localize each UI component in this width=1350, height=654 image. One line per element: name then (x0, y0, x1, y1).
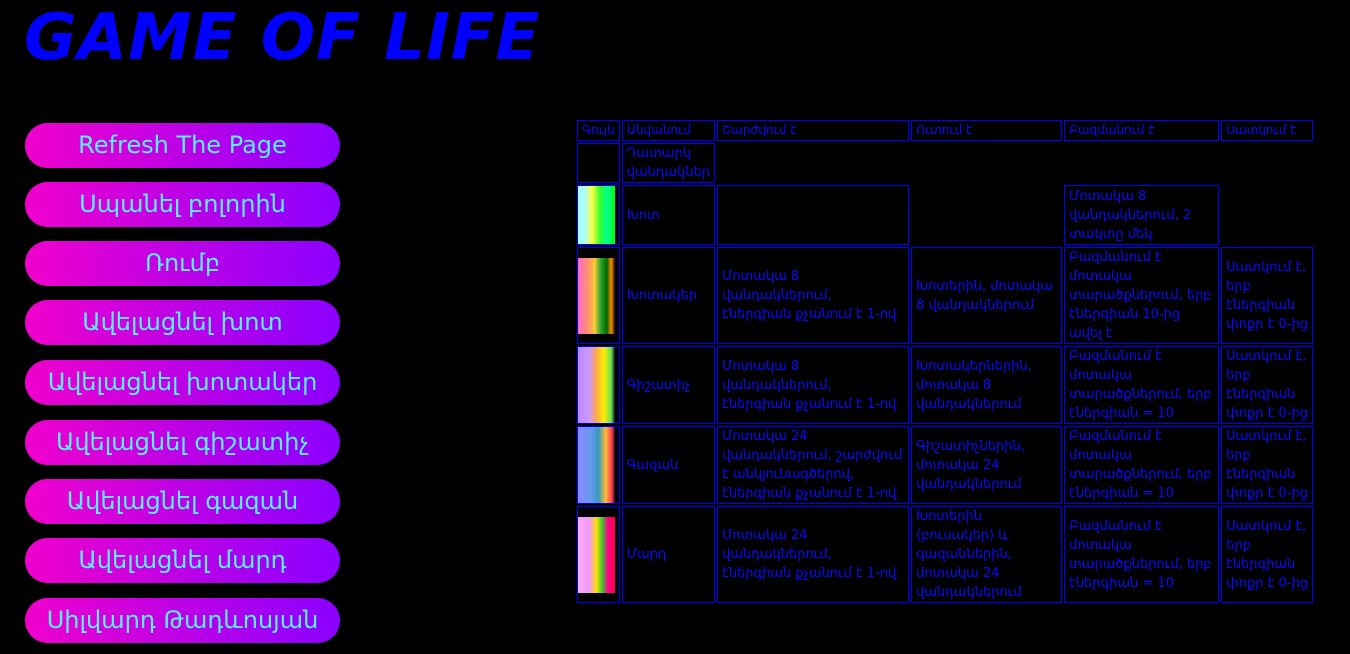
add-grass-button[interactable]: Ավելացնել խոտ (25, 300, 340, 345)
header-multiply: Բազմանում է (1064, 120, 1220, 141)
add-beast-button[interactable]: Ավելացնել գազան (25, 479, 340, 524)
legend-table: Գույն Անվանում Շարժվում է Ուտում է Բազմա… (575, 118, 1315, 605)
row-multiply: Մոտակա 8 վանդակներում, 2 տակտը մեկ (1064, 185, 1220, 245)
swatch-human (577, 506, 620, 603)
row-die: Սատկում է, երբ էներգիան փոքր է 0-ից (1221, 506, 1314, 603)
swatch-grass-eater (577, 247, 620, 344)
swatch-empty-cells (577, 143, 620, 183)
header-move: Շարժվում է (717, 120, 910, 141)
add-predator-button[interactable]: Ավելացնել գիշատիչ (25, 420, 340, 465)
header-eat: Ուտում է (911, 120, 1063, 141)
row-multiply: Բազմանում է մոտակա տարածքներում, երբ էնե… (1064, 346, 1220, 424)
page-title: GAME OF LIFE (24, 1, 541, 75)
row-die: Սատկում է, երբ էներգիան փոքր է 0-ից (1221, 426, 1314, 504)
table-row: Խոտակեր Մոտակա 8 վանդակներում, էներգիան … (577, 247, 1314, 344)
table-row: Գիշատիչ Մոտակա 8 վանդակներում, էներգիան … (577, 346, 1314, 424)
refresh-page-button[interactable]: Refresh The Page (25, 123, 340, 168)
row-eat: Խոտակերներին, մոտակա 8 վանդակներում (911, 346, 1063, 424)
row-name: Խոտակեր (621, 247, 716, 344)
row-eat: Գիշատիչներին, մոտակա 24 վանդակներում (911, 426, 1063, 504)
add-human-button[interactable]: Ավելացնել մարդ (25, 538, 340, 583)
row-multiply: Բազմանում է մոտակա տարածքներում, երբ էնե… (1064, 506, 1220, 603)
row-name: Մարդ (621, 506, 716, 603)
swatch-beast (577, 426, 620, 504)
swatch-predator (577, 346, 620, 424)
row-name: Խոտ (621, 185, 716, 245)
table-row: Մարդ Մոտակա 24 վանդակներում, էներգիան քչ… (577, 506, 1314, 603)
row-move: Մոտակա 8 վանդակներում, էներգիան քչանում … (717, 346, 910, 424)
row-eat: Խոտերին, մոտակա 8 վանդակներում (911, 247, 1063, 344)
table-header-row: Գույն Անվանում Շարժվում է Ուտում է Բազմա… (577, 120, 1314, 141)
table-row: Գազան Մոտակա 24 վանդակներում, շարժվում է… (577, 426, 1314, 504)
row-move: Մոտակա 8 վանդակներում, էներգիան քչանում … (717, 247, 910, 344)
row-name: Գիշատիչ (621, 346, 716, 424)
header-color: Գույն (577, 120, 620, 141)
swatch-grass (577, 185, 620, 245)
row-die: Սատկում է, երբ էներգիան փոքր է 0-ից (1221, 346, 1314, 424)
row-name: Դատարկ վանդակներ (621, 143, 716, 183)
header-name: Անվանում (621, 120, 716, 141)
row-eat: Խոտերին (բուսակեր) և գազաններին, մոտակա … (911, 506, 1063, 603)
author-button[interactable]: Սիլվարդ Թադևոսյան (25, 598, 340, 643)
add-grass-eater-button[interactable]: Ավելացնել խոտակեր (25, 360, 340, 405)
bomb-button[interactable]: Ռումբ (25, 241, 340, 286)
header-die: Սատկում է (1221, 120, 1314, 141)
row-name: Գազան (621, 426, 716, 504)
row-multiply: Բազմանում է մոտակա տարածքներում, երբ էնե… (1064, 247, 1220, 344)
table-row: Դատարկ վանդակներ (577, 143, 1313, 183)
row-move: Մոտակա 24 վանդակներում, շարժվում է անկյո… (717, 426, 910, 504)
row-move (717, 185, 910, 245)
row-die: Սատկում է, երբ էներգիան փոքր է 0-ից (1221, 247, 1314, 344)
row-move: Մոտակա 24 վանդակներում, էներգիան քչանում… (717, 506, 910, 603)
table-row: Խոտ Մոտակա 8 վանդակներում, 2 տակտը մեկ (577, 185, 1313, 245)
row-multiply: Բազմանում է մոտակա տարածքներում, երբ էնե… (1064, 426, 1220, 504)
kill-all-button[interactable]: Սպանել բոլորին (25, 182, 340, 227)
